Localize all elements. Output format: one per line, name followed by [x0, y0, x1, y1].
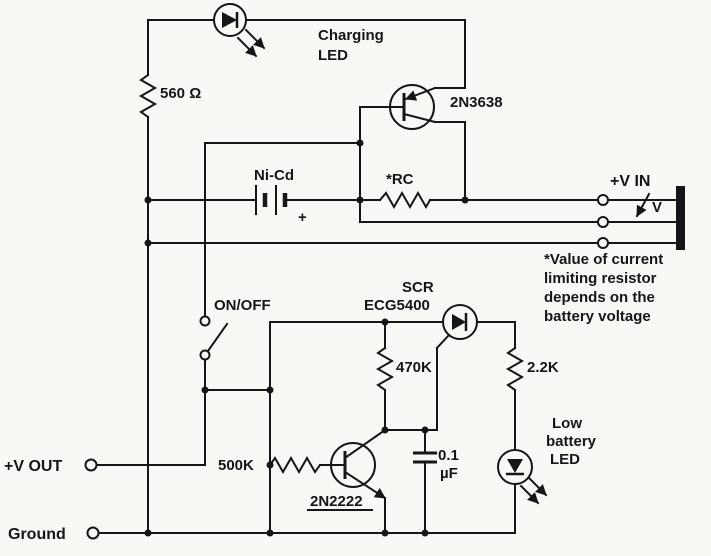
- charging-led-symbol: [213, 3, 266, 58]
- junction-dots: [144, 139, 469, 537]
- resistor-rc-zigzag: [378, 190, 432, 210]
- output-terminals: [84, 458, 100, 540]
- scr-ecg5400-symbol: [435, 304, 478, 350]
- vin-terminals: [597, 186, 685, 250]
- capacitor-value-label-1: 0.1: [438, 447, 459, 464]
- light-arrow: [527, 476, 548, 497]
- emitter-lead: [404, 86, 437, 101]
- note-line-2: limiting resistor: [544, 270, 657, 287]
- charging-led-label-1: Charging: [318, 27, 384, 44]
- light-arrow: [236, 36, 258, 58]
- transistor-2n2222-symbol: [319, 428, 387, 500]
- note-line-4: battery voltage: [544, 308, 651, 325]
- transistor-2n3638-symbol: [359, 84, 437, 130]
- capacitor-symbol: [413, 451, 437, 464]
- resistor-560-zigzag: [138, 73, 158, 119]
- battery-label: Ni-Cd: [254, 167, 294, 184]
- note-line-1: *Value of current: [544, 251, 663, 268]
- labels: Charging LED 560 Ω 2N3638 Ni-Cd + *RC +V…: [4, 27, 663, 543]
- scr-name-label: SCR: [402, 279, 434, 296]
- vin-arrow: [635, 192, 651, 218]
- scr-triangle: [452, 314, 466, 330]
- vin-unit-label: V: [652, 199, 662, 216]
- resistor-rc-label: *RC: [386, 171, 414, 188]
- capacitor-value-label-2: µF: [440, 465, 458, 482]
- vout-terminal: [84, 458, 98, 472]
- vin-label: +V IN: [610, 173, 650, 190]
- transistor-2n2222-label: 2N2222: [310, 493, 363, 510]
- scr-part-label: ECG5400: [364, 297, 430, 314]
- switch-onoff-symbol: [199, 315, 229, 361]
- vout-label: +V OUT: [4, 458, 62, 475]
- resistor-500k-zigzag: [268, 455, 322, 475]
- transistor-2n3638-label: 2N3638: [450, 94, 503, 111]
- switch-label: ON/OFF: [214, 297, 271, 314]
- battery-nicd-symbol: [255, 185, 288, 215]
- low-battery-led-label-3: LED: [550, 451, 580, 468]
- light-arrow: [244, 28, 266, 50]
- charging-led-label-2: LED: [318, 47, 348, 64]
- low-battery-led-symbol: [497, 449, 548, 505]
- resistor-560-label: 560 Ω: [160, 85, 201, 102]
- power-jack-bar: [676, 186, 685, 250]
- low-battery-led-label-2: battery: [546, 433, 597, 450]
- light-arrow: [519, 484, 540, 505]
- resistor-500k-label: 500K: [218, 457, 254, 474]
- wires: [96, 19, 677, 534]
- battery-polarity-label: +: [298, 209, 307, 226]
- collector-lead: [402, 112, 437, 124]
- note-line-3: depends on the: [544, 289, 655, 306]
- diode-triangle: [507, 459, 523, 473]
- diode-triangle: [222, 12, 237, 28]
- ground-terminal: [86, 526, 100, 540]
- ground-label: Ground: [8, 526, 66, 543]
- resistor-470k-label: 470K: [396, 359, 432, 376]
- resistor-2k2-zigzag: [505, 346, 525, 392]
- emitter-lead: [343, 470, 387, 500]
- switch-lever: [206, 322, 229, 353]
- scr-gate-lead: [435, 333, 451, 350]
- collector-lead: [343, 428, 387, 460]
- low-battery-led-label-1: Low: [552, 415, 582, 432]
- resistor-2k2-label: 2.2K: [527, 359, 559, 376]
- resistor-470k-zigzag: [375, 346, 395, 392]
